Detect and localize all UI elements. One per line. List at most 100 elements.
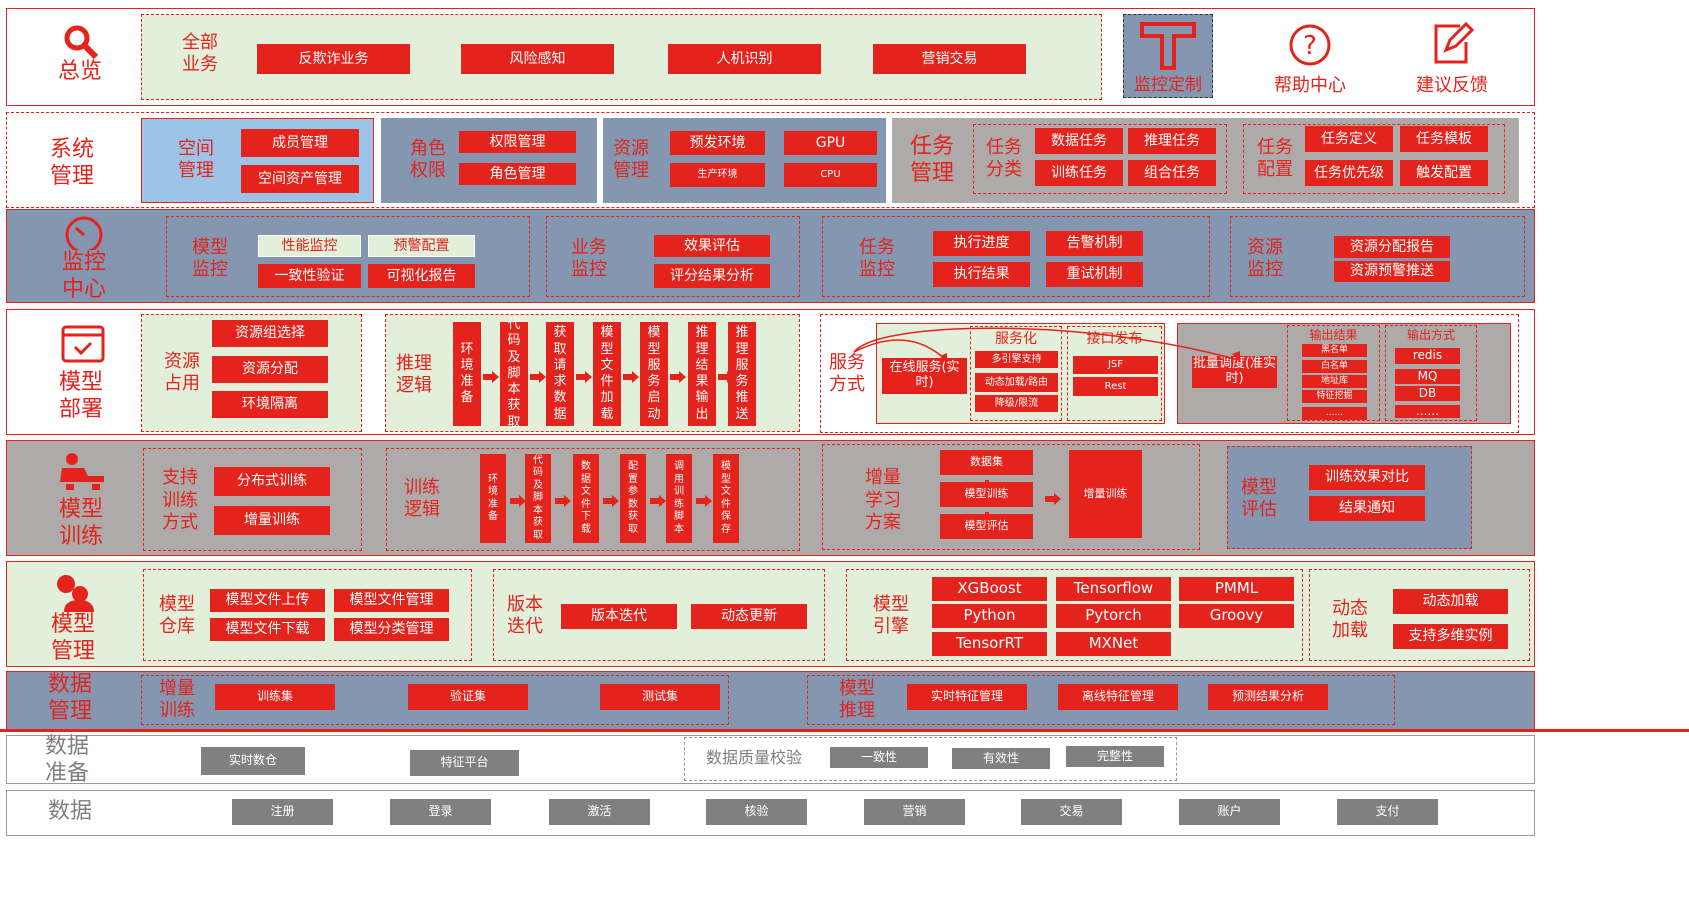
batch-scheduling-button[interactable]: 批量调度(准实时)	[1192, 356, 1277, 388]
execution-retry-button[interactable]: 重试机制	[1046, 262, 1143, 287]
dataset-button[interactable]: 训练集	[215, 684, 335, 710]
resource-alert-push-button[interactable]: 资源预警推送	[1334, 261, 1450, 282]
incremental-step-button[interactable]: 模型训练	[940, 482, 1033, 507]
business-risk-perception-button[interactable]: 风险感知	[461, 44, 614, 74]
feature-platform-button[interactable]: 特征平台	[410, 750, 519, 776]
space-asset-management-button[interactable]: 空间资产管理	[241, 165, 359, 193]
training-step[interactable]: 环境准备	[480, 454, 506, 543]
feature-button[interactable]: 预测结果分析	[1208, 684, 1328, 710]
visual-report-button[interactable]: 可视化报告	[368, 264, 475, 288]
feature-button[interactable]: 实时特征管理	[907, 684, 1027, 710]
data-task-button[interactable]: 数据任务	[1035, 128, 1123, 154]
online-serving-button[interactable]: 在线服务(实时)	[882, 358, 967, 394]
feedback-link[interactable]: 建议反馈	[1416, 74, 1488, 96]
distributed-training-button[interactable]: 分布式训练	[214, 467, 330, 496]
realtime-warehouse-button[interactable]: 实时数仓	[201, 747, 305, 775]
training-step[interactable]: 代码及脚本获取	[525, 454, 551, 543]
engine-button[interactable]: TensorRT	[932, 632, 1047, 656]
inference-task-button[interactable]: 推理任务	[1128, 128, 1216, 154]
multi-instance-button[interactable]: 支持多维实例	[1393, 624, 1508, 649]
model-category-management-button[interactable]: 模型分类管理	[334, 618, 449, 641]
environment-isolation-button[interactable]: 环境隔离	[212, 391, 328, 418]
pre-release-env-button[interactable]: 预发环境	[670, 131, 765, 155]
resource-allocation-button[interactable]: 资源分配	[212, 356, 328, 383]
output-result-item[interactable]: 特征挖掘	[1302, 390, 1367, 403]
score-analysis-button[interactable]: 评分结果分析	[654, 264, 770, 288]
incremental-step-button[interactable]: 模型评估	[940, 514, 1033, 539]
result-notify-button[interactable]: 结果通知	[1309, 496, 1425, 521]
execution-result-button[interactable]: 执行结果	[933, 262, 1030, 287]
incremental-training-result-button[interactable]: 增量训练	[1069, 450, 1142, 538]
training-step[interactable]: 数据文件下载	[573, 454, 599, 543]
resource-allocation-report-button[interactable]: 资源分配报告	[1334, 236, 1450, 258]
output-result-item[interactable]: 白名单	[1302, 360, 1367, 373]
combined-task-button[interactable]: 组合任务	[1128, 160, 1216, 186]
training-step[interactable]: 调用训练脚本	[666, 454, 692, 543]
model-file-management-button[interactable]: 模型文件管理	[334, 589, 449, 612]
quality-check-button[interactable]: 一致性	[830, 747, 928, 768]
task-priority-button[interactable]: 任务优先级	[1305, 160, 1393, 186]
dynamic-routing-button[interactable]: 动态加载/路由	[975, 373, 1058, 392]
output-result-item[interactable]: ......	[1302, 407, 1367, 420]
member-management-button[interactable]: 成员管理	[241, 129, 359, 157]
model-upload-button[interactable]: 模型文件上传	[210, 589, 325, 612]
engine-button[interactable]: XGBoost	[932, 577, 1047, 601]
business-anti-fraud-button[interactable]: 反欺诈业务	[257, 44, 410, 74]
jsf-button[interactable]: JSF	[1073, 356, 1158, 374]
engine-button[interactable]: MXNet	[1056, 632, 1171, 656]
gpu-button[interactable]: GPU	[784, 131, 877, 155]
data-source-button[interactable]: 注册	[232, 799, 333, 825]
incremental-training-button[interactable]: 增量训练	[214, 506, 330, 535]
consistency-check-button[interactable]: 一致性验证	[258, 264, 361, 288]
training-task-button[interactable]: 训练任务	[1035, 160, 1123, 186]
execution-alert-mechanism-button[interactable]: 告警机制	[1046, 231, 1143, 256]
data-source-button[interactable]: 激活	[549, 799, 650, 825]
inference-step[interactable]: 代码及脚本获取	[500, 317, 528, 430]
output-method-item[interactable]: DB	[1395, 386, 1460, 401]
help-center-link[interactable]: 帮助中心	[1274, 74, 1346, 96]
execution-progress-button[interactable]: 执行进度	[933, 231, 1030, 256]
output-method-item[interactable]: redis	[1395, 348, 1460, 364]
performance-monitor-button[interactable]: 性能监控	[258, 235, 361, 257]
model-download-button[interactable]: 模型文件下载	[210, 618, 325, 641]
alert-config-button[interactable]: 预警配置	[368, 235, 475, 257]
engine-button[interactable]: Python	[932, 604, 1047, 628]
inference-step[interactable]: 模型文件加载	[593, 322, 621, 426]
engine-button[interactable]: PMML	[1179, 577, 1294, 601]
output-method-item[interactable]: ......	[1395, 404, 1460, 418]
multi-engine-button[interactable]: 多引擎支持	[975, 351, 1058, 368]
engine-button[interactable]: Pytorch	[1056, 604, 1171, 628]
inference-step[interactable]: 推理服务推送	[728, 322, 756, 426]
output-result-item[interactable]: 地址库	[1302, 375, 1367, 388]
effect-evaluation-button[interactable]: 效果评估	[654, 235, 770, 257]
cpu-button[interactable]: CPU	[784, 163, 877, 187]
resource-group-select-button[interactable]: 资源组选择	[212, 320, 328, 347]
dynamic-update-button[interactable]: 动态更新	[691, 604, 807, 629]
data-source-button[interactable]: 登录	[390, 799, 491, 825]
quality-check-button[interactable]: 有效性	[952, 748, 1050, 769]
production-env-button[interactable]: 生产环境	[670, 163, 765, 187]
data-source-button[interactable]: 账户	[1179, 799, 1280, 825]
dynamic-load-button[interactable]: 动态加载	[1393, 589, 1508, 614]
data-source-button[interactable]: 支付	[1337, 799, 1438, 825]
inference-step[interactable]: 获取请求数据	[546, 322, 574, 426]
inference-step[interactable]: 环境准备	[453, 322, 481, 426]
dataset-button[interactable]: 验证集	[408, 684, 528, 710]
data-source-button[interactable]: 交易	[1021, 799, 1122, 825]
training-step[interactable]: 模型文件保存	[713, 454, 739, 543]
dataset-button[interactable]: 测试集	[600, 684, 720, 710]
data-source-button[interactable]: 营销	[864, 799, 965, 825]
trigger-config-button[interactable]: 触发配置	[1400, 160, 1488, 186]
output-method-item[interactable]: MQ	[1395, 369, 1460, 384]
degrade-throttle-button[interactable]: 降级/限流	[975, 395, 1058, 412]
rest-button[interactable]: Rest	[1073, 377, 1158, 396]
business-marketing-transaction-button[interactable]: 营销交易	[873, 44, 1026, 74]
inference-step[interactable]: 模型服务启动	[640, 322, 668, 426]
engine-button[interactable]: Groovy	[1179, 604, 1294, 628]
role-management-button[interactable]: 角色管理	[459, 163, 576, 185]
engine-button[interactable]: Tensorflow	[1056, 577, 1171, 601]
business-human-machine-recognition-button[interactable]: 人机识别	[668, 44, 821, 74]
monitor-custom-button[interactable]	[1123, 14, 1213, 98]
task-definition-button[interactable]: 任务定义	[1305, 126, 1393, 152]
data-source-button[interactable]: 核验	[706, 799, 807, 825]
